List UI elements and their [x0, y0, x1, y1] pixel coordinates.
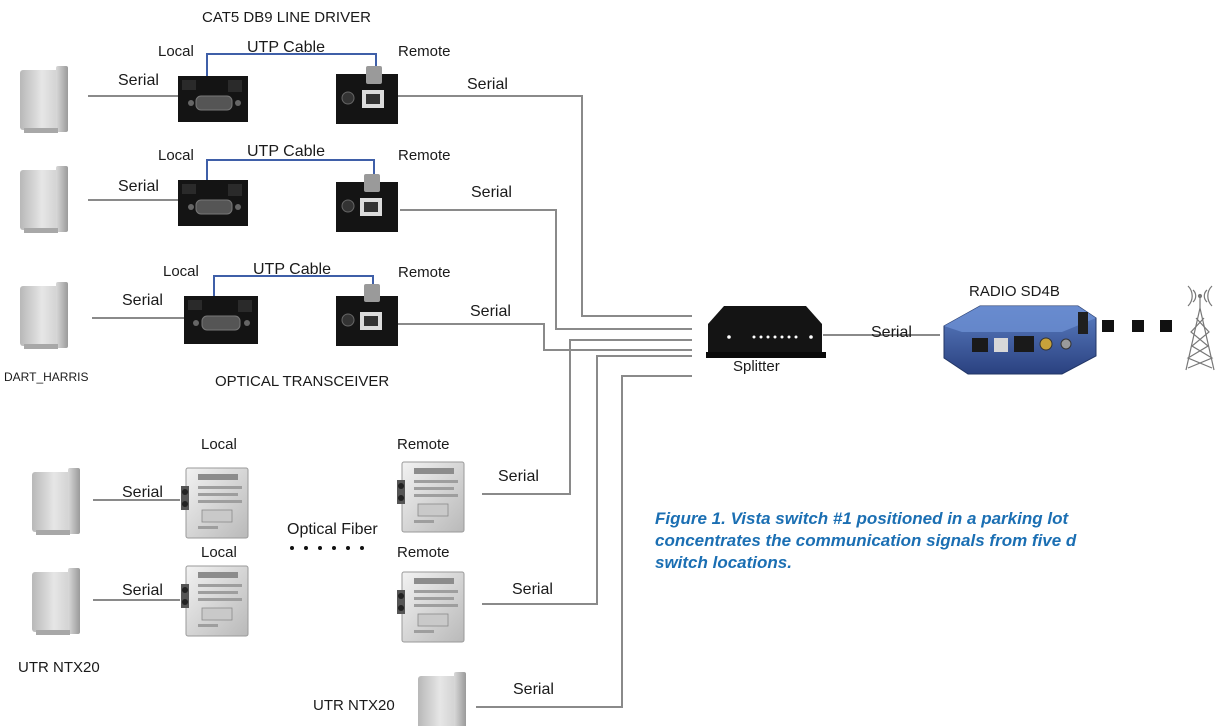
serial-label-left-2: Serial	[118, 178, 159, 195]
figure-caption: Figure 1. Vista switch #1 positioned in …	[655, 508, 1225, 574]
optical-title: OPTICAL TRANSCEIVER	[215, 373, 390, 390]
remote-label-3: Remote	[398, 264, 451, 281]
radio-link-dots	[1102, 320, 1172, 332]
computer-icon	[32, 468, 80, 535]
serial-label-radio: Serial	[871, 324, 912, 341]
serial-label-right-4: Serial	[498, 468, 539, 485]
serial-label-left-3: Serial	[122, 292, 163, 309]
cat5-remote-unit-1	[336, 66, 398, 124]
remote-label-2: Remote	[398, 147, 451, 164]
utp-cable-3	[213, 275, 374, 296]
wire-remote3-to-splitter	[398, 323, 692, 351]
computer-icon	[20, 282, 68, 349]
cat5-title: CAT5 DB9 LINE DRIVER	[202, 9, 371, 26]
wire-remote2-to-splitter	[400, 209, 692, 330]
cat5-local-unit-1	[178, 76, 248, 122]
utp-cable-label-3: UTP Cable	[253, 261, 331, 278]
splitter-label: Splitter	[733, 358, 780, 375]
optical-remote-label-2: Remote	[397, 544, 450, 561]
computer-icon	[20, 66, 68, 133]
serial-label-bottom: Serial	[513, 681, 554, 698]
cat5-remote-unit-3	[336, 284, 398, 346]
serial-label-left-4: Serial	[122, 484, 163, 501]
cat5-local-unit-3	[184, 296, 258, 344]
cat5-remote-unit-2	[336, 174, 398, 232]
wire-utr-bottom-to-splitter	[476, 375, 692, 708]
utp-cable-label-2: UTP Cable	[247, 143, 325, 160]
caption-line-3: switch locations.	[655, 553, 792, 572]
radio-tower-icon	[1185, 285, 1215, 371]
local-label-3: Local	[163, 263, 199, 280]
radio-label: RADIO SD4B	[969, 283, 1060, 300]
optical-local-label-1: Local	[201, 436, 237, 453]
optical-fiber-dots	[290, 546, 364, 550]
local-label-2: Local	[158, 147, 194, 164]
local-label-1: Local	[158, 43, 194, 60]
optical-remote-unit-2	[396, 571, 465, 643]
serial-label-right-1: Serial	[467, 76, 508, 93]
cat5-local-unit-2	[178, 180, 248, 226]
computer-icon	[418, 672, 466, 726]
serial-label-left-5: Serial	[122, 582, 163, 599]
caption-line-2: concentrates the communication signals f…	[655, 531, 1077, 550]
utr-ntx20-label-left: UTR NTX20	[18, 659, 100, 676]
computer-icon	[20, 166, 68, 233]
caption-line-1: Figure 1. Vista switch #1 positioned in …	[655, 509, 1069, 528]
serial-label-right-5: Serial	[512, 581, 553, 598]
utp-cable-2	[206, 159, 375, 182]
utr-ntx20-label-bottom: UTR NTX20	[313, 697, 395, 714]
computer-icon	[32, 568, 80, 635]
serial-label-left-1: Serial	[118, 72, 159, 89]
optical-remote-unit-1	[396, 461, 465, 533]
optical-fiber-label: Optical Fiber	[287, 521, 378, 538]
serial-label-right-2: Serial	[471, 184, 512, 201]
dart-harris-label: DART_HARRIS	[4, 370, 89, 384]
optical-remote-label-1: Remote	[397, 436, 450, 453]
optical-local-unit-2	[180, 565, 249, 637]
wire-remote4-to-splitter	[482, 339, 692, 495]
splitter-device	[706, 306, 826, 358]
optical-local-unit-1	[180, 467, 249, 539]
wire-remote1-to-splitter	[398, 95, 692, 317]
optical-local-label-2: Local	[201, 544, 237, 561]
serial-label-right-3: Serial	[470, 303, 511, 320]
serial-wires	[88, 95, 940, 708]
remote-label-1: Remote	[398, 43, 451, 60]
utp-cable-1	[206, 53, 377, 76]
radio-device	[943, 305, 1097, 375]
wire-remote5-to-splitter	[482, 355, 692, 605]
utp-cable-label-1: UTP Cable	[247, 39, 325, 56]
